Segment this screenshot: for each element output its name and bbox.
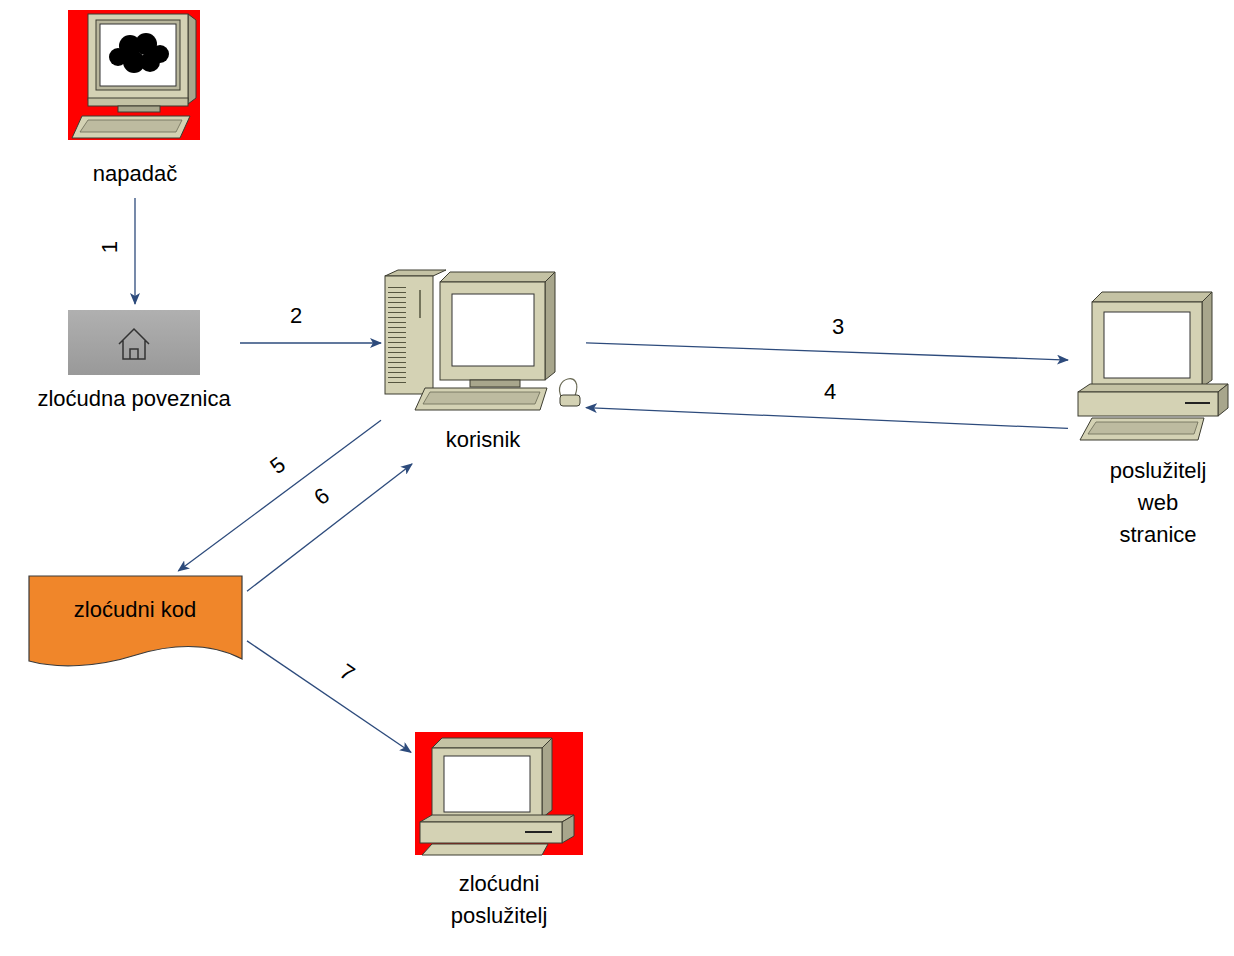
web-server-icon-part [1104,312,1190,378]
attacker-computer-icon-part [80,120,182,132]
malicious-server: zloćudni poslužitelj [415,730,585,938]
web-server-icon-part [1078,384,1228,392]
link-box: zloćudna poveznica [33,308,236,419]
web-server-icon-part [1078,392,1218,416]
malicious-code-document: zloćudni kod [28,575,243,667]
user-computer-icon-part [388,286,406,386]
user-computer-icon-part [419,290,421,318]
link-icon-box-part [119,329,149,359]
user-computer-icon-part [440,272,555,282]
malicious-server-icon-part [420,822,562,843]
flow-arrow [586,408,1068,429]
malicious-server-icon-part [432,738,552,748]
attacker-computer-icon-part [68,10,200,140]
malicious-server-icon [415,732,583,855]
attacker-computer-icon-part [88,98,188,106]
attacker-computer-icon-part [72,116,190,138]
web-server-icon-part [1202,292,1212,387]
flow-arrow [134,198,135,304]
attacker-computer-icon-part [109,33,169,73]
flow-arrow [247,641,411,752]
link-icon-box-part [68,310,200,375]
node-label: poslužitelj web stranice [1102,455,1214,551]
malicious-server-icon-part [432,748,542,818]
user-computer-icon-part [452,294,534,366]
user-computer-icon-part [423,392,540,404]
web-server-icon-part [1088,422,1198,434]
malicious-server-icon-part [422,844,548,855]
document-outline [29,576,242,666]
node-label: zloćudni poslužitelj [443,868,555,932]
web-server-icon [1078,292,1228,440]
step-number: 4 [824,379,836,405]
web-server-icon-part [1092,302,1202,387]
attacker-computer-icon [68,10,200,140]
malicious-server-icon-part [420,815,574,822]
user-computer-icon [385,270,580,410]
user-computer: korisnik [385,270,582,460]
user-computer-icon-part [545,272,555,380]
user-computer-icon-part [560,395,580,406]
node-label: korisnik [446,424,521,456]
step-number: 1 [97,241,123,253]
node-label: zloćudni kod [74,594,196,626]
step-number: 3 [832,314,844,340]
web-server-icon-part [1218,384,1228,416]
attacker-computer-icon-part [96,20,180,90]
attacker-computer-icon-part [100,24,176,86]
node-label: zloćudna poveznica [37,383,230,415]
step-number: 6 [309,483,335,511]
web-server-icon-part [1185,402,1210,404]
node-label: napadač [93,158,177,190]
attacker-computer: napadač [62,8,208,194]
malicious-server-icon-part [542,738,552,818]
attacker-computer-icon-part [88,14,188,100]
attacker-computer-icon-part [118,106,160,112]
malicious-server-icon-part [562,815,574,843]
user-computer-icon-part [385,276,433,394]
web-server-icon-part [1080,418,1204,440]
flow-arrow [240,342,381,343]
attacker-computer-icon-part [188,14,196,104]
malicious-server-icon-part [444,756,530,812]
web-server-icon-part [1092,292,1212,302]
step-number: 5 [265,452,291,480]
user-computer-icon-part [385,270,446,276]
web-server: poslužitelj web stranice [1072,290,1232,555]
user-computer-icon-part [440,282,545,380]
step-number: 2 [290,303,302,329]
link-icon-box [68,310,200,375]
malicious-server-icon-part [415,732,583,855]
flow-arrow [586,343,1068,360]
step-number: 7 [335,659,360,688]
flow-arrow [247,464,412,591]
attacker-computer-icon-part-part [123,51,145,73]
malicious-server-icon-part [525,831,552,833]
user-computer-icon-part [470,380,520,387]
flow-arrow [178,420,381,571]
user-computer-icon-part [415,388,547,410]
